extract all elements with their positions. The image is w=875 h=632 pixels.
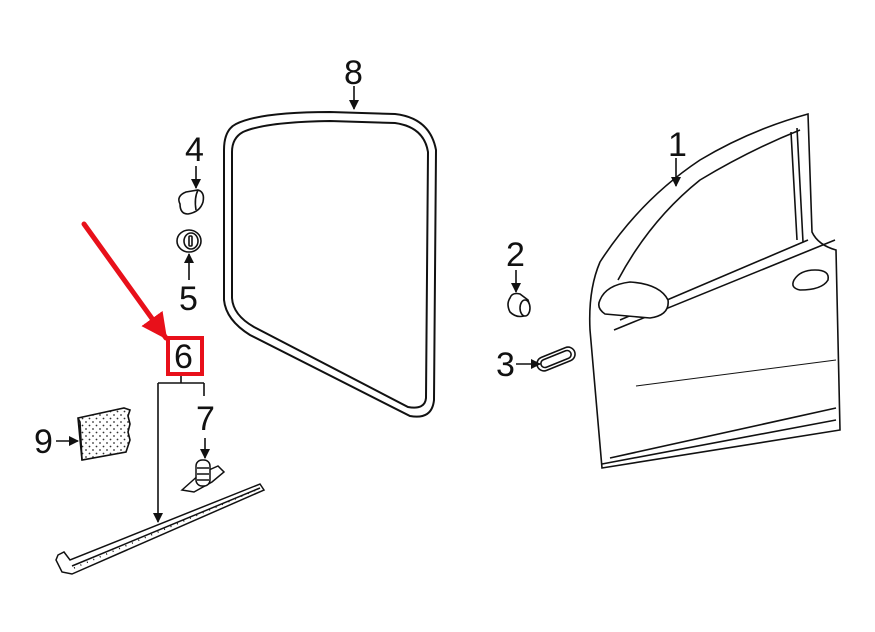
callout-7[interactable]: 7: [196, 400, 215, 438]
callout-6-bracket: [158, 373, 205, 396]
adhesive-pad-part: [77, 407, 132, 461]
callout-2[interactable]: 2: [506, 236, 525, 274]
highlight-arrow-icon: [81, 221, 169, 341]
callout-3[interactable]: 3: [496, 346, 515, 384]
lower-molding-part: [55, 483, 266, 575]
callout-9[interactable]: 9: [34, 423, 53, 461]
clip-part: [180, 459, 226, 493]
callout-6[interactable]: 6: [174, 338, 193, 376]
plug-round-part: [507, 292, 531, 318]
plug-oval-part: [536, 346, 576, 372]
highlight-box: [166, 336, 204, 376]
weatherstrip-seal-part: [223, 110, 438, 418]
grommet-part: [176, 229, 202, 253]
cap-part: [178, 189, 205, 215]
callout-1[interactable]: 1: [668, 126, 687, 164]
callout-8[interactable]: 8: [344, 54, 363, 92]
door-shell-part: [588, 112, 841, 469]
callout-4[interactable]: 4: [185, 131, 204, 169]
callout-5[interactable]: 5: [179, 280, 198, 318]
